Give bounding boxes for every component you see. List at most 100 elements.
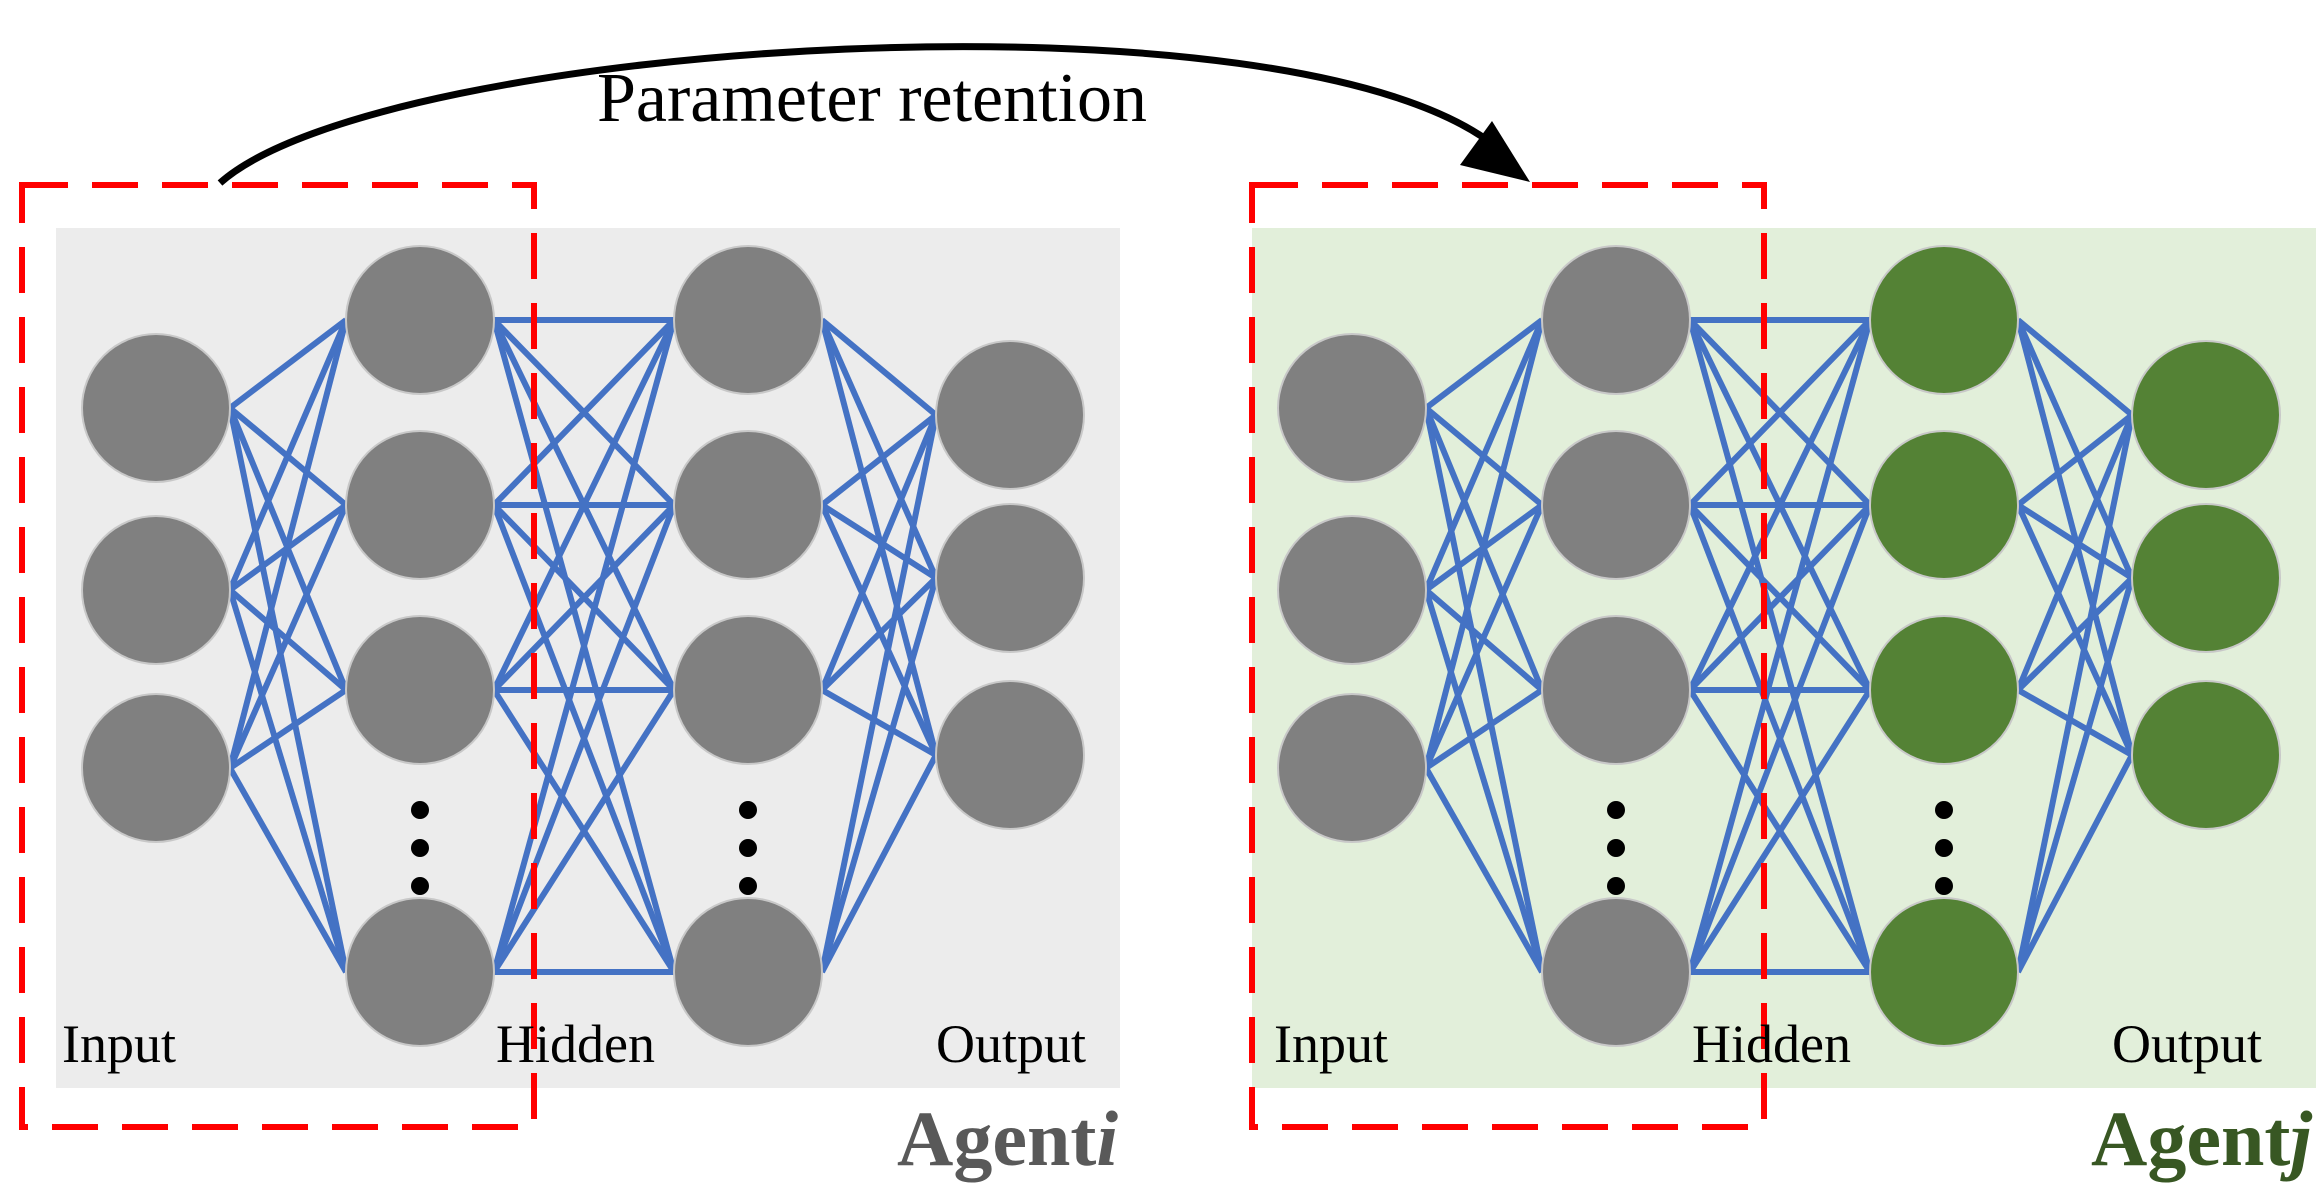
agent-i-hidden1-ellipsis-dot-2 (411, 877, 429, 895)
agent-i-edge-hidden2-0-to-2 (819, 319, 939, 756)
agent-j-output-neuron-1 (2131, 503, 2281, 653)
agent-j-edge-input-0-to-0 (1424, 317, 1544, 411)
agent-i-edge-input-2-to-0 (227, 319, 349, 769)
agent-j-input-neuron-2 (1277, 693, 1427, 843)
agent-j-hidden1-ellipsis-dot-0 (1607, 801, 1625, 819)
agent-i-edge-input-2-to-1 (227, 503, 349, 770)
agent-i-label: Agenti (897, 1095, 1118, 1182)
agent-j-edge-hidden2-1-to-0 (2016, 412, 2134, 508)
agent-j-edge-input-2-to-0 (1423, 319, 1545, 769)
agent-j-hidden2-neuron-0 (1869, 245, 2019, 395)
agent-j-edge-hidden2-3-to-2 (2015, 753, 2135, 974)
agent-i-network (81, 245, 1085, 1047)
agent-j-edge-hidden2-2-to-0 (2015, 413, 2135, 692)
agent-i-hidden1-ellipsis-dot-1 (411, 839, 429, 857)
agent-j-edge-input-0-to-3 (1423, 407, 1545, 973)
agent-j-hidden2-neuron-1 (1869, 430, 2019, 580)
agent-j-edge-input-1-to-0 (1423, 318, 1545, 592)
agent-i-hidden2-ellipsis-dot-2 (739, 877, 757, 895)
agent-i-index: i (1096, 1095, 1118, 1182)
agent-j-edge-hidden2-0-to-2 (2015, 319, 2135, 756)
output-label-agent-i: Output (936, 1014, 1086, 1074)
agent-i-word: Agent (897, 1095, 1096, 1182)
agent-j-edge-input-2-to-2 (1424, 687, 1544, 771)
agent-i-edge-hidden1-3-to-1 (491, 503, 677, 974)
agent-i-edge-hidden2-1-to-0 (820, 412, 938, 508)
agent-j-hidden2-neuron-2 (1869, 615, 2019, 765)
output-label-agent-j: Output (2112, 1014, 2262, 1074)
agent-j-edge-hidden1-3-to-0 (1687, 319, 1873, 973)
diagram-title: Parameter retention (597, 60, 1147, 137)
agent-j-edge-hidden2-2-to-2 (2016, 687, 2134, 758)
agent-i-input-neuron-1 (81, 515, 231, 665)
agent-i-edge-input-2-to-2 (228, 687, 348, 771)
agent-i-edge-hidden1-1-to-0 (491, 317, 677, 508)
agent-j-hidden2-ellipsis-dot-1 (1935, 839, 1953, 857)
agent-j-hidden1-ellipsis-dot-2 (1607, 877, 1625, 895)
agent-j-edge-input-2-to-3 (1423, 766, 1545, 974)
agent-j-edge-hidden1-2-to-1 (1687, 502, 1873, 693)
agent-j-input-neuron-0 (1277, 333, 1427, 483)
input-label-agent-j: Input (1274, 1014, 1388, 1074)
agent-i-output-neuron-2 (935, 680, 1085, 830)
agent-j-network (1277, 245, 2281, 1047)
retained-parameters-box-agent-j (1249, 182, 1767, 1130)
agent-j-edge-hidden1-3-to-1 (1687, 503, 1873, 974)
agent-i-edge-input-2-to-3 (227, 766, 349, 974)
agent-i-output-neuron-1 (935, 503, 1085, 653)
agent-j-edge-input-2-to-1 (1423, 503, 1545, 770)
agent-j-output-neuron-0 (2131, 340, 2281, 490)
retained-parameters-box-agent-i (19, 182, 537, 1130)
agent-i-hidden2-neuron-0 (673, 245, 823, 395)
agent-j-hidden2-ellipsis-dot-2 (1935, 877, 1953, 895)
hidden-label-agent-j: Hidden (1692, 1014, 1851, 1074)
agent-j-hidden1-neuron-2 (1541, 615, 1691, 765)
agent-i-hidden2-ellipsis-dot-1 (739, 839, 757, 857)
agent-j-edge-hidden1-2-to-0 (1687, 318, 1873, 692)
agent-j-hidden1-neuron-0 (1541, 245, 1691, 395)
agent-i-hidden2-ellipsis-dot-0 (739, 801, 757, 819)
arrowhead (1460, 121, 1530, 182)
agent-i-hidden2-neuron-1 (673, 430, 823, 580)
agent-i-edge-hidden1-3-to-2 (491, 688, 677, 974)
agent-i-input-neuron-2 (81, 693, 231, 843)
agent-j-word: Agent (2091, 1095, 2290, 1182)
agent-i-edge-hidden2-3-to-0 (819, 414, 939, 973)
agent-j-hidden2-ellipsis-dot-0 (1935, 801, 1953, 819)
agent-i-edge-hidden2-3-to-1 (819, 577, 939, 973)
agent-i-hidden2-neuron-2 (673, 615, 823, 765)
agent-i-edge-hidden2-2-to-0 (819, 413, 939, 692)
agent-i-hidden1-neuron-1 (345, 430, 495, 580)
agent-i-edge-input-0-to-0 (228, 317, 348, 411)
agent-j-input-neuron-1 (1277, 515, 1427, 665)
agent-j-output-neuron-2 (2131, 680, 2281, 830)
agent-j-hidden2-neuron-3 (1869, 897, 2019, 1047)
agent-i-edge-hidden2-2-to-1 (819, 575, 939, 693)
parameter-retention-arrow (217, 43, 1503, 186)
agent-j-edge-hidden1-3-to-2 (1687, 688, 1873, 974)
agent-j-label: Agentj (2091, 1095, 2312, 1182)
agent-j-edge-hidden2-0-to-0 (2016, 317, 2134, 418)
agent-i-edge-input-1-to-0 (227, 318, 349, 592)
input-label-agent-i: Input (62, 1014, 176, 1074)
agent-j-edge-hidden2-3-to-1 (2015, 577, 2135, 973)
agent-j-hidden1-ellipsis-dot-1 (1607, 839, 1625, 857)
agent-j-edge-input-1-to-3 (1423, 589, 1545, 973)
agent-j-edge-hidden2-2-to-1 (2015, 575, 2135, 693)
agent-i-hidden1-neuron-3 (345, 897, 495, 1047)
agent-i-edge-hidden1-2-to-1 (491, 502, 677, 693)
agent-i-edge-hidden1-2-to-0 (491, 318, 677, 692)
agent-j-hidden1-neuron-3 (1541, 897, 1691, 1047)
agent-i-edge-input-0-to-3 (227, 407, 349, 973)
agent-i-edge-hidden2-0-to-0 (820, 317, 938, 418)
agent-i-edge-hidden2-2-to-2 (820, 687, 938, 758)
agent-i-edge-hidden2-0-to-1 (819, 318, 939, 580)
agent-j-hidden1-neuron-1 (1541, 430, 1691, 580)
agent-i-input-neuron-0 (81, 333, 231, 483)
agent-i-hidden1-ellipsis-dot-0 (411, 801, 429, 819)
agent-j-edge-hidden2-3-to-0 (2015, 414, 2135, 973)
agent-i-hidden1-neuron-2 (345, 615, 495, 765)
agent-j-edge-hidden1-1-to-0 (1687, 317, 1873, 508)
agent-i-edge-hidden2-3-to-2 (819, 753, 939, 974)
